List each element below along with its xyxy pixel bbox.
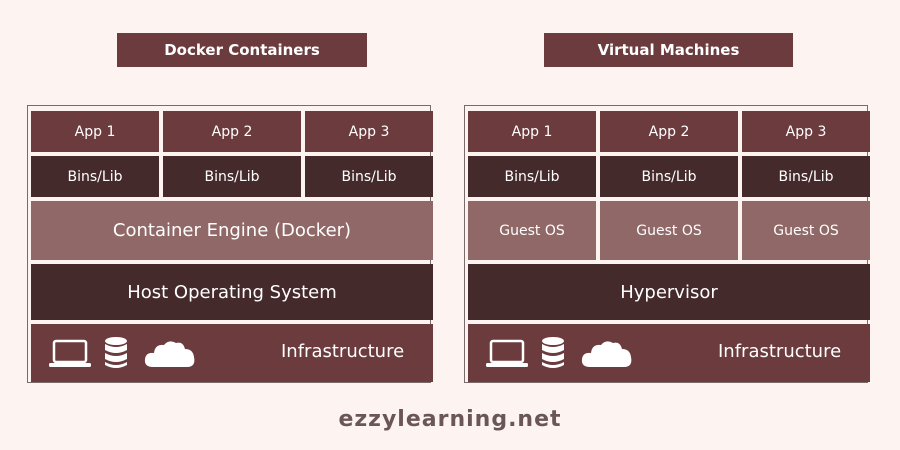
docker-app-3: App 3 xyxy=(305,111,433,152)
vm-infrastructure-layer: Infrastructure xyxy=(468,324,870,382)
host-os-layer: Host Operating System xyxy=(31,264,433,320)
vm-bins-3: Bins/Lib xyxy=(742,156,870,197)
vm-panel: App 1 App 2 App 3 Bins/Lib Bins/Lib Bins… xyxy=(464,105,870,383)
docker-bins-1: Bins/Lib xyxy=(31,156,159,197)
vm-bins-2: Bins/Lib xyxy=(600,156,738,197)
cloud-icon xyxy=(144,341,195,367)
docker-bins-3: Bins/Lib xyxy=(305,156,433,197)
vm-app-1: App 1 xyxy=(468,111,596,152)
laptop-icon xyxy=(49,339,91,367)
vm-title: Virtual Machines xyxy=(544,33,793,67)
vm-app-3: App 3 xyxy=(742,111,870,152)
guest-os-1: Guest OS xyxy=(468,201,596,260)
docker-app-2: App 2 xyxy=(163,111,301,152)
footer-watermark: ezzylearning.net xyxy=(338,407,562,432)
docker-infrastructure-label: Infrastructure xyxy=(281,341,405,362)
container-engine-layer: Container Engine (Docker) xyxy=(31,201,433,260)
docker-title: Docker Containers xyxy=(117,33,367,67)
database-icon xyxy=(105,337,127,368)
guest-os-2: Guest OS xyxy=(600,201,738,260)
database-icon xyxy=(542,337,564,368)
cloud-icon xyxy=(581,341,632,367)
docker-bins-2: Bins/Lib xyxy=(163,156,301,197)
laptop-icon xyxy=(486,339,528,367)
vm-app-2: App 2 xyxy=(600,111,738,152)
docker-app-1: App 1 xyxy=(31,111,159,152)
guest-os-3: Guest OS xyxy=(742,201,870,260)
hypervisor-layer: Hypervisor xyxy=(468,264,870,320)
docker-infrastructure-layer: Infrastructure xyxy=(31,324,433,382)
vm-bins-1: Bins/Lib xyxy=(468,156,596,197)
vm-infrastructure-label: Infrastructure xyxy=(718,341,842,362)
docker-panel: App 1 App 2 App 3 Bins/Lib Bins/Lib Bins… xyxy=(27,105,433,383)
